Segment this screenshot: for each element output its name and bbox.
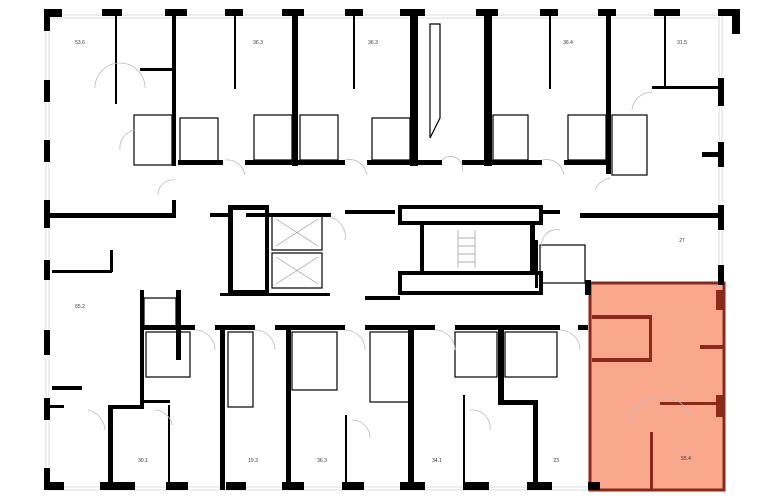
apartment-65-2[interactable]: 65.2 [75, 304, 85, 310]
apartment-31-5[interactable]: 31.5 [677, 40, 687, 46]
apartment-34-1[interactable]: 34.1 [432, 458, 442, 464]
apartment-36-4[interactable]: 36.4 [563, 40, 573, 46]
apartment-30-1[interactable]: 30.1 [138, 458, 148, 464]
walls [44, 9, 740, 490]
apartment-36-3-a[interactable]: 36.3 [253, 40, 263, 46]
apartment-36-3-c[interactable]: 36.3 [317, 458, 327, 464]
apartment-55-4-highlight[interactable] [588, 281, 726, 492]
door-swings [87, 62, 691, 439]
apartment-53-6[interactable]: 53.6 [75, 40, 85, 46]
apartment-55-4[interactable]: 55.4 [681, 456, 691, 462]
apartment-23[interactable]: 23 [553, 458, 559, 464]
window-lines [45, 14, 723, 491]
apartment-labels: 53.6 36.3 36.3 36.4 31.5 27 65.2 30.1 19… [75, 40, 691, 464]
apartment-36-3-b[interactable]: 36.3 [368, 40, 378, 46]
apartment-27[interactable]: 27 [679, 238, 685, 244]
apartment-19-3[interactable]: 19.3 [248, 458, 258, 464]
